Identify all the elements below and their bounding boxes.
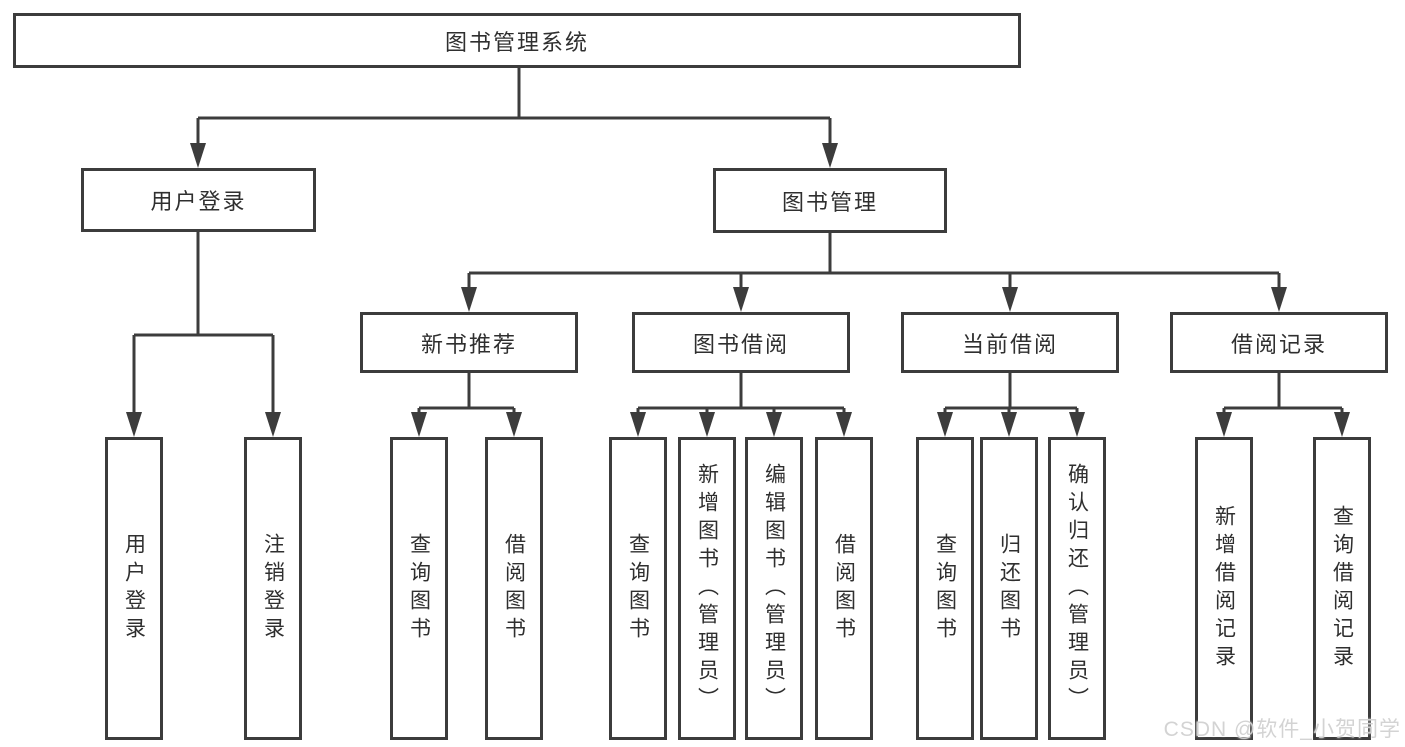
node-book-management: 图书管理	[713, 168, 947, 233]
node-label: 借阅图书	[502, 532, 526, 645]
node-label: 查询图书	[933, 532, 957, 645]
node-label: 借阅图书	[832, 532, 856, 645]
connector-paths	[132, 68, 1344, 416]
node-label: 查询图书	[626, 532, 650, 645]
node-current-borrow: 当前借阅	[901, 312, 1119, 373]
node-label: 归还图书	[997, 532, 1021, 645]
leaf-records-add-record: 新增借阅记录	[1195, 437, 1253, 740]
node-book-borrow: 图书借阅	[632, 312, 850, 373]
node-label: 用户登录	[150, 189, 247, 214]
node-new-book-recommend: 新书推荐	[360, 312, 578, 373]
leaf-recommend-borrow-books: 借阅图书	[485, 437, 543, 740]
leaf-current-return-books: 归还图书	[980, 437, 1038, 740]
node-label: 查询图书	[407, 532, 431, 645]
leaf-current-confirm-return-admin: 确认归还（管理员）	[1048, 437, 1106, 740]
leaf-records-query-record: 查询借阅记录	[1313, 437, 1371, 740]
node-label: 图书借阅	[692, 331, 789, 357]
node-label: 确认归还（管理员）	[1065, 462, 1089, 715]
leaf-borrow-borrow-books: 借阅图书	[815, 437, 873, 740]
node-root-system: 图书管理系统	[13, 13, 1021, 68]
node-label: 新增借阅记录	[1212, 504, 1236, 673]
node-label: 新书推荐	[420, 331, 517, 357]
arrowheads	[126, 143, 1350, 437]
leaf-user-login: 用户登录	[105, 437, 163, 740]
leaf-borrow-query-books: 查询图书	[609, 437, 667, 740]
leaf-borrow-edit-books-admin: 编辑图书（管理员）	[745, 437, 803, 740]
node-label: 用户登录	[122, 532, 146, 645]
node-label: 注销登录	[261, 532, 285, 645]
node-borrow-records: 借阅记录	[1170, 312, 1388, 373]
leaf-logout: 注销登录	[244, 437, 302, 740]
node-label: 图书管理	[781, 189, 878, 215]
leaf-current-query-books: 查询图书	[916, 437, 974, 740]
node-label: 当前借阅	[961, 331, 1058, 357]
node-label: 查询借阅记录	[1330, 504, 1354, 673]
csdn-watermark: CSDN @软件_小贺同学	[1163, 718, 1401, 741]
node-label: 新增图书（管理员）	[695, 462, 719, 715]
leaf-borrow-add-books-admin: 新增图书（管理员）	[678, 437, 736, 740]
leaf-recommend-query-books: 查询图书	[390, 437, 448, 740]
node-label: 编辑图书（管理员）	[762, 462, 786, 715]
node-label: 图书管理系统	[444, 29, 589, 55]
node-user-login: 用户登录	[81, 168, 316, 232]
node-label: 借阅记录	[1230, 331, 1327, 357]
